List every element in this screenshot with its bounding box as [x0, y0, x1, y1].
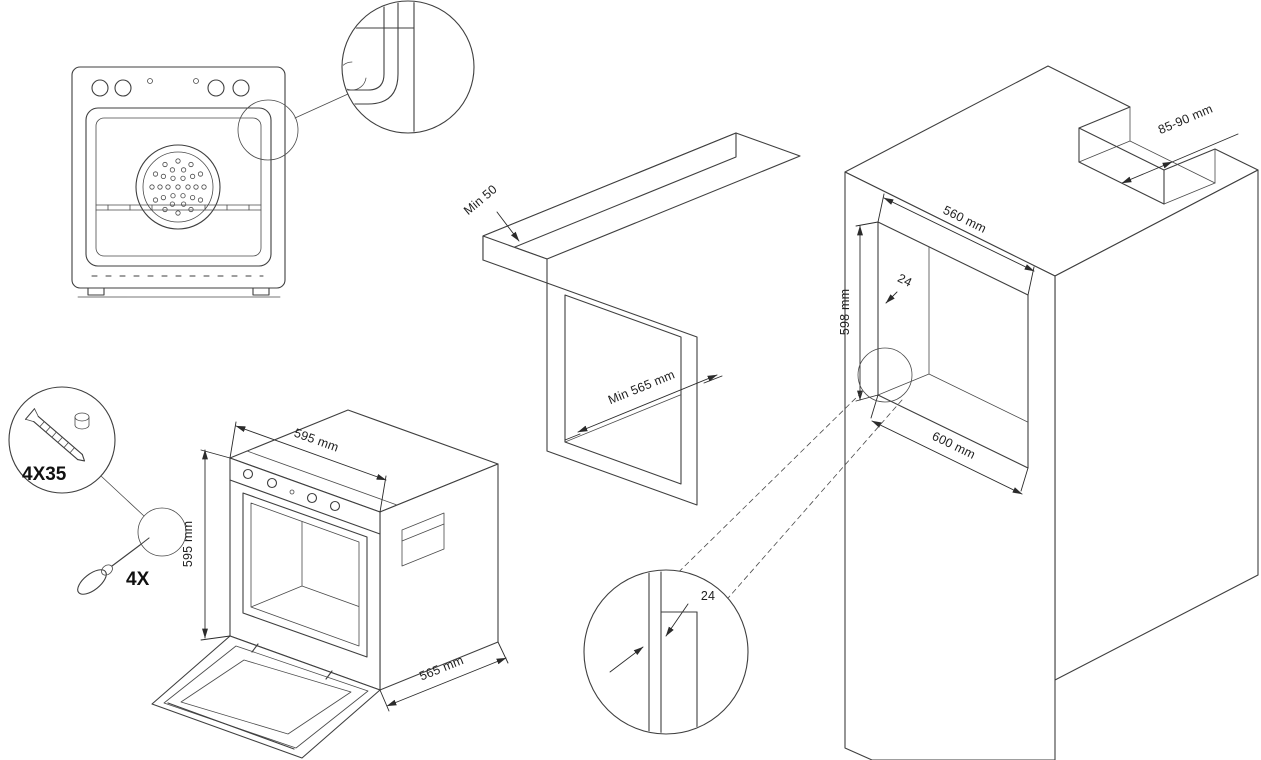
oven-side-bracket [401, 512, 445, 567]
tall-cabinet-niche-interior [878, 222, 1028, 468]
oven-knob [232, 79, 250, 97]
oven-front-view [71, 66, 349, 298]
corner-joint-detail: 24 [583, 391, 903, 735]
built-in-oven-isometric: 595 mm 595 mm 565 mm [151, 409, 509, 759]
detail-content [648, 571, 698, 733]
dim-oven-height-label: 595 mm [181, 521, 195, 567]
dim-niche-height-label: 598 mm [838, 289, 852, 335]
oven-cavity-frame [242, 492, 368, 658]
detail-leader-line [639, 391, 863, 611]
oven-door-handle [167, 702, 295, 750]
oven-door-window [95, 117, 262, 257]
dim-detail-flange-label: 24 [701, 589, 715, 603]
oven-indicator-light [193, 78, 199, 84]
oven-door-hinge [251, 643, 259, 653]
oven-indicator-light [147, 78, 153, 84]
oven-knob [114, 79, 132, 97]
wall-plug-icon [74, 412, 90, 430]
oven-fan [135, 144, 221, 230]
oven-open-door [151, 635, 381, 759]
detail-circle [341, 0, 475, 134]
niche-corner-detail-marker [857, 347, 913, 403]
screw-qty-label: 4X [126, 569, 150, 590]
oven-foot [87, 287, 105, 296]
screw-detail-circle [8, 386, 116, 494]
oven-indicator-light [289, 489, 295, 495]
oven-door-frame [85, 107, 272, 267]
dim-vent-gap-label: 85-90 mm [1156, 102, 1215, 138]
detail-leader-line [100, 475, 145, 517]
oven-front-body [71, 66, 286, 289]
detail-leader-line [294, 93, 349, 119]
oven-door-hinge [325, 670, 333, 680]
frame-corner-detail-marker [237, 99, 299, 161]
screw-spec-label: 4X35 [22, 464, 67, 485]
oven-knob [329, 500, 341, 512]
detail-leader-line [699, 399, 903, 631]
worktop-cabinet: Min 50 Min 565 mm [461, 132, 801, 506]
fastening-detail: 4X35 4X [8, 386, 187, 595]
tall-cabinet: 560 mm 598 mm 24 600 mm 85-90 mm [838, 65, 1259, 760]
oven-cavity-interior [251, 503, 359, 646]
oven-knob [91, 79, 109, 97]
screwdriver-icon [77, 537, 150, 595]
detail-circle [583, 569, 749, 735]
dim-worktop-min-clearance-label: Min 50 [461, 182, 500, 218]
oven-knob [306, 492, 318, 504]
screw-icon [24, 408, 86, 462]
screw-position-marker [137, 507, 187, 557]
frame-corner-detail [341, 0, 475, 134]
oven-foot [252, 287, 270, 296]
oven-knob [207, 79, 225, 97]
dim-niche-flange-label: 24 [895, 271, 914, 290]
oven-control-strip [229, 479, 381, 535]
